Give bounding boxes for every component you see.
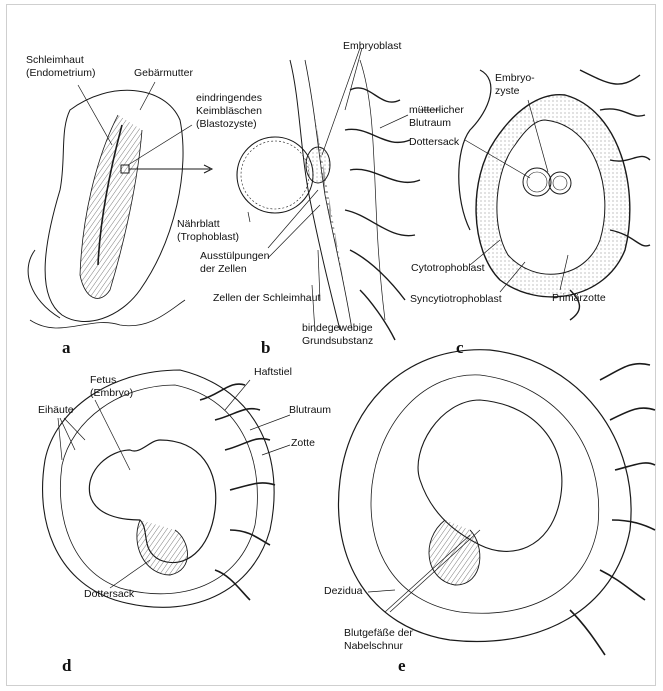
label-embryoblast: Embryoblast [343, 40, 401, 53]
panel-letter-a: a [62, 338, 71, 358]
label-dottersack-c: Dottersack [409, 136, 459, 149]
label-muetterlicher-blutraum: mütterlicher Blutraum [409, 104, 464, 130]
panel-letter-b: b [261, 338, 270, 358]
label-schleimhaut: Schleimhaut (Endometrium) [26, 54, 95, 80]
label-cytotrophoblast: Cytotrophoblast [411, 262, 485, 275]
panel-letter-e: e [398, 656, 406, 676]
label-blutraum-d: Blutraum [289, 404, 331, 417]
label-dezidua: Dezidua [324, 585, 363, 598]
panel-letter-d: d [62, 656, 71, 676]
embryo-drawing [43, 370, 290, 607]
panel-letter-c: c [456, 338, 464, 358]
uterus-drawing [28, 82, 212, 328]
label-dottersack-d: Dottersack [84, 588, 134, 601]
label-primaerzotte: Primärzotte [552, 292, 606, 305]
label-keimblaeschen: eindringendes Keimbläschen (Blastozyste) [196, 92, 262, 131]
label-zellen: Zellen der Schleimhaut [213, 292, 320, 305]
label-grundsubstanz: bindegewebige Grundsubstanz [302, 322, 373, 348]
label-blutgefaesse: Blutgefäße der Nabelschnur [344, 627, 413, 653]
label-syncytiotrophoblast: Syncytiotrophoblast [410, 293, 502, 306]
label-haftstiel: Haftstiel [254, 366, 292, 379]
label-ausstuelpungen: Ausstülpungen der Zellen [200, 250, 269, 276]
label-fetus: Fetus (Embryo) [90, 374, 133, 400]
fetus-drawing [338, 350, 655, 655]
label-naehrblatt: Nährblatt (Trophoblast) [177, 218, 239, 244]
label-eihaeute: Eihäute [38, 404, 74, 417]
label-embryozyste: Embryo- zyste [495, 72, 535, 98]
label-zotte: Zotte [291, 437, 315, 450]
label-gebaermutter: Gebärmutter [134, 67, 193, 80]
